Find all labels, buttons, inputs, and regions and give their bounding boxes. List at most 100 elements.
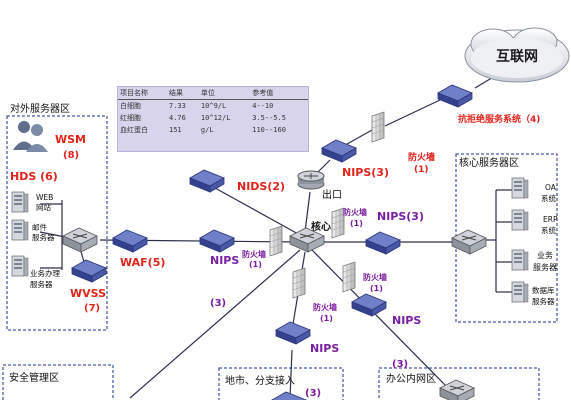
firewall-core-top-num: (1) bbox=[350, 219, 363, 228]
table-cell: 10^9/L bbox=[200, 102, 227, 110]
exit-router bbox=[297, 170, 325, 190]
nips-right-label: NIPS(3) bbox=[377, 210, 424, 223]
web-server-line1: WEB bbox=[36, 193, 53, 202]
lab-results-table: 项目名称 结果 单位 参考值 白细胞 7.33 10^9/L 4--10 红细胞… bbox=[117, 86, 309, 152]
zone-external-title: 对外服务器区 bbox=[10, 102, 70, 115]
firewall-core-left-num: (1) bbox=[249, 260, 262, 269]
nips-bottom-label: NIPS bbox=[310, 342, 339, 355]
table-row: 血红蛋白 151 g/L 110--160 bbox=[118, 124, 308, 136]
wvss-num: (7) bbox=[84, 303, 100, 314]
biz-server-icon bbox=[11, 255, 29, 277]
table-row: 白细胞 7.33 10^9/L 4--10 bbox=[118, 100, 308, 113]
link-nids-core bbox=[214, 187, 301, 236]
connection-lines bbox=[39, 69, 512, 399]
external-switch bbox=[62, 227, 98, 253]
link-core-security bbox=[129, 249, 301, 399]
table-cell: 4--10 bbox=[252, 102, 274, 110]
link-antiddos-firewall bbox=[384, 99, 441, 127]
office-switch bbox=[439, 379, 475, 400]
zone-office-title: 办公内网区 bbox=[386, 372, 436, 385]
label-3-bottom: (3) bbox=[305, 388, 321, 399]
nips-left-label: NIPS bbox=[210, 254, 239, 267]
table-row: 红细胞 4.76 10^12/L 3.5--5.5 bbox=[118, 112, 308, 124]
web-server-line2: 网站 bbox=[36, 202, 51, 212]
nips-top-device bbox=[321, 139, 357, 163]
table-cell: 血红蛋白 bbox=[120, 126, 148, 134]
table-cell: 4.76 bbox=[168, 114, 186, 122]
table-header: 结果 bbox=[168, 89, 183, 97]
firewall-core-right-num: (1) bbox=[370, 284, 383, 293]
table-cell: 110--160 bbox=[252, 126, 286, 134]
zone-external-box bbox=[6, 115, 108, 331]
link-nips-branch bbox=[289, 349, 293, 399]
nips-right-device bbox=[365, 231, 401, 255]
db-server-line2: 服务器 bbox=[532, 296, 555, 306]
zone-branch-box bbox=[218, 367, 344, 400]
internet-cloud: 互联网 bbox=[464, 27, 570, 83]
oa-server-line2: 系统 bbox=[541, 193, 556, 203]
table-header: 单位 bbox=[200, 89, 215, 97]
wvss-device bbox=[71, 259, 107, 283]
zone-office-box bbox=[378, 367, 540, 400]
wsm-num: (8) bbox=[63, 150, 79, 161]
biz-server-right-icon bbox=[511, 249, 529, 271]
link-exit-core bbox=[304, 191, 311, 233]
firewall-core-down-icon bbox=[292, 267, 306, 299]
waf-label: WAF(5) bbox=[120, 256, 165, 269]
label-3-right: (3) bbox=[392, 359, 408, 370]
wvss-label: WVSS bbox=[70, 287, 106, 300]
table-cell: g/L bbox=[200, 126, 214, 134]
erp-server-line2: 系统 bbox=[541, 225, 556, 235]
biz-server-line1: 业务办理 bbox=[30, 268, 60, 278]
db-server-icon bbox=[511, 281, 529, 303]
biz-server-line2: 服务器 bbox=[30, 279, 53, 289]
wsm-label: WSM bbox=[55, 133, 86, 146]
table-cell: 3.5--5.5 bbox=[252, 114, 286, 122]
mail-server-icon bbox=[11, 219, 29, 241]
biz-server-right-line2: 服务器 bbox=[533, 262, 557, 272]
erp-server-line1: ERP bbox=[543, 215, 558, 224]
branch-device bbox=[271, 391, 307, 400]
anti-ddos-device bbox=[437, 84, 473, 108]
core-server-switch bbox=[451, 229, 487, 255]
firewall-core-top-name: 防火墙 bbox=[343, 207, 367, 217]
erp-server-icon bbox=[511, 209, 529, 231]
nips-left-device bbox=[199, 229, 235, 253]
db-server-line1: 数据库 bbox=[532, 285, 555, 295]
nips-bottom-right-device bbox=[351, 293, 387, 317]
zone-branch-title: 地市、分支接入 bbox=[225, 374, 295, 387]
firewall-exit-num: (1) bbox=[414, 165, 429, 175]
zone-core-servers-title: 核心服务器区 bbox=[459, 156, 519, 169]
wsm-users-icon bbox=[13, 121, 48, 152]
zone-security-title: 安全管理区 bbox=[9, 371, 59, 384]
mail-server-line1: 邮件 bbox=[32, 222, 47, 232]
firewall-core-right-icon bbox=[342, 261, 356, 293]
table-header: 项目名称 bbox=[120, 89, 148, 97]
oa-server-icon bbox=[511, 177, 529, 199]
table-cell: 红细胞 bbox=[120, 114, 141, 122]
internet-label: 互联网 bbox=[496, 49, 538, 65]
exit-label: 出口 bbox=[322, 188, 342, 201]
oa-server-line1: OA bbox=[545, 183, 557, 192]
label-3-left: (3) bbox=[210, 298, 226, 309]
table-cell: 10^12/L bbox=[200, 114, 231, 122]
nids-device bbox=[189, 169, 225, 193]
waf-device bbox=[112, 229, 148, 253]
web-server-icon bbox=[11, 191, 29, 213]
anti-ddos-label: 抗拒绝服务系统（4) bbox=[458, 113, 540, 125]
zone-security-box bbox=[2, 364, 114, 400]
nips-bottom-right-label: NIPS bbox=[392, 314, 421, 327]
firewall-exit-name: 防火墙 bbox=[408, 151, 435, 163]
table-cell: 白细胞 bbox=[120, 102, 141, 110]
table-cell: 151 bbox=[168, 126, 182, 134]
nips-bottom-device bbox=[275, 321, 311, 345]
hds-label: HDS (6) bbox=[10, 170, 58, 183]
firewall-core-down-num: (1) bbox=[320, 314, 333, 323]
biz-server-right-line1: 业务 bbox=[537, 250, 553, 260]
firewall-exit-icon bbox=[371, 111, 385, 143]
zone-core-servers-box bbox=[455, 153, 558, 323]
firewall-core-left-icon bbox=[269, 225, 283, 257]
core-label: 核心 bbox=[311, 220, 331, 233]
